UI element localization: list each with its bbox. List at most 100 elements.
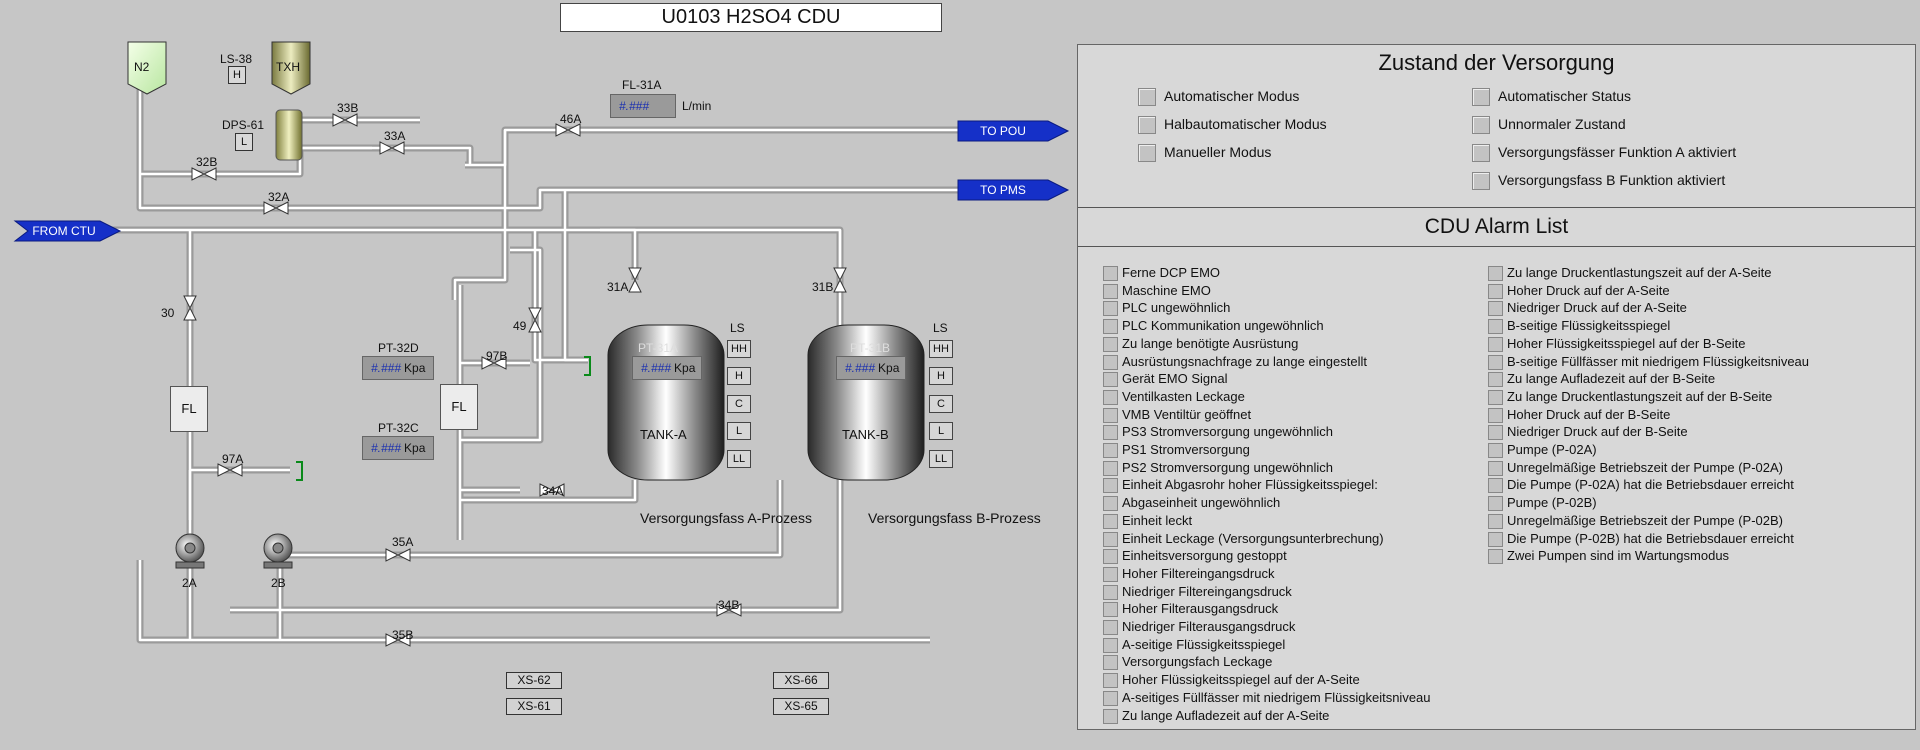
alarm-indicator (1103, 283, 1118, 299)
alarm-item: Niedriger Druck auf der B-Seite (1488, 424, 1688, 441)
tank-b-level-c: C (929, 395, 953, 413)
alarm-label: Gerät EMO Signal (1122, 371, 1228, 387)
valve-31a[interactable] (628, 267, 642, 293)
status-panel: Zustand der Versorgung Automatischer Mod… (1077, 44, 1916, 730)
valve-33b[interactable] (332, 113, 358, 127)
alarm-item: PS2 Stromversorgung ungewöhnlich (1103, 460, 1333, 476)
valve-97b[interactable] (481, 356, 507, 370)
pt31a-unit: Kpa (674, 361, 696, 375)
tank-b-name: TANK-B (842, 427, 889, 442)
status-abnormal: Unnormaler Zustand (1472, 115, 1626, 135)
pump-2a[interactable] (175, 533, 205, 569)
valve-33b-label: 33B (337, 101, 359, 115)
alarm-label: Hoher Flüssigkeitsspiegel auf der B-Seit… (1507, 335, 1746, 351)
alarm-label: Zwei Pumpen sind im Wartungsmodus (1507, 548, 1730, 564)
valve-34a[interactable] (539, 483, 565, 497)
dps61-label: DPS-61 (222, 118, 265, 132)
status-indicator (1472, 88, 1490, 107)
alarm-item: Zwei Pumpen sind im Wartungsmodus (1488, 548, 1730, 565)
pump-2b-label: 2B (271, 576, 286, 590)
valve-35b[interactable] (385, 633, 411, 647)
valve-31b[interactable] (833, 267, 847, 293)
fl31a-label: FL-31A (622, 78, 662, 92)
valve-97b-label: 97B (486, 349, 508, 363)
pump-2b[interactable] (263, 533, 293, 569)
alarm-label: A-seitiges Füllfässer mit niedrigem Flüs… (1122, 689, 1431, 705)
alarm-indicator (1488, 407, 1503, 423)
ls38-indicator: H (228, 66, 246, 84)
pt31b-unit: Kpa (878, 361, 900, 375)
alarm-indicator (1103, 460, 1118, 476)
alarm-item: Hoher Filterausgangsdruck (1103, 601, 1278, 618)
xs65-button[interactable]: XS-65 (773, 698, 829, 715)
tank-a-ls-label: LS (730, 321, 745, 335)
tank-b-level-hh: HH (929, 340, 953, 358)
alarm-label: Niedriger Druck auf der A-Seite (1507, 300, 1687, 316)
alarm-item: PS3 Stromversorgung ungewöhnlich (1103, 424, 1334, 441)
alarm-indicator (1488, 336, 1503, 352)
pt32d-label: PT-32D (378, 341, 419, 355)
alarm-item: A-seitige Flüssigkeitsspiegel (1103, 637, 1285, 653)
xs66-button[interactable]: XS-66 (773, 672, 829, 689)
valve-32b-label: 32B (196, 155, 218, 169)
valve-34a-label: 34A (542, 484, 564, 498)
valve-32a-label: 32A (268, 190, 290, 204)
alarm-indicator (1103, 620, 1118, 636)
alarm-item: PLC ungewöhnlich (1103, 300, 1230, 317)
alarm-indicator (1488, 389, 1503, 405)
status-indicator (1138, 144, 1156, 163)
tank-b-level-l: L (929, 422, 953, 440)
alarm-label: PLC Kommunikation ungewöhnlich (1122, 318, 1324, 334)
alarm-label: PS3 Stromversorgung ungewöhnlich (1122, 424, 1334, 440)
alarm-label: A-seitige Flüssigkeitsspiegel (1122, 636, 1286, 652)
valve-35a[interactable] (385, 548, 411, 562)
alarm-label: VMB Ventiltür geöffnet (1122, 406, 1252, 422)
alarm-item: A-seitiges Füllfässer mit niedrigem Flüs… (1103, 690, 1431, 706)
status-automatic-status: Automatischer Status (1472, 87, 1631, 107)
tank-a-level-c: C (727, 395, 751, 413)
page-title: U0103 H2SO4 CDU (560, 3, 942, 32)
filter-left[interactable]: FL (170, 386, 208, 432)
status-indicator (1472, 144, 1490, 163)
txh-source-symbol (271, 41, 311, 95)
to-pms-arrow[interactable] (957, 179, 1070, 201)
xs61-button[interactable]: XS-61 (506, 698, 562, 715)
alarm-item: B-seitige Füllfässer mit niedrigem Flüss… (1488, 354, 1809, 370)
alarm-label: PS2 Stromversorgung ungewöhnlich (1122, 459, 1334, 475)
valve-32b[interactable] (191, 167, 217, 181)
alarm-item: Unregelmäßige Betriebszeit der Pumpe (P-… (1488, 513, 1783, 529)
alarm-label: Unregelmäßige Betriebszeit der Pumpe (P-… (1507, 512, 1784, 528)
valve-30[interactable] (183, 295, 197, 321)
tank-a-name: TANK-A (640, 427, 687, 442)
alarm-indicator (1103, 673, 1118, 689)
status-label: Versorgungsfässer Funktion A aktiviert (1498, 144, 1737, 160)
to-pou-label: TO POU (980, 124, 1026, 138)
valve-32a[interactable] (263, 201, 289, 215)
to-pou-arrow[interactable] (957, 120, 1070, 142)
dps61-vessel (275, 109, 303, 161)
xs62-button[interactable]: XS-62 (506, 672, 562, 689)
valve-34b[interactable] (716, 603, 742, 617)
alarm-indicator (1103, 655, 1118, 671)
from-ctu-arrow[interactable] (13, 220, 122, 242)
alarm-label: Einheitsversorgung gestoppt (1122, 548, 1287, 564)
alarm-list-title: CDU Alarm List (1424, 215, 1569, 238)
alarm-indicator (1488, 354, 1503, 370)
alarm-item: Einheitsversorgung gestoppt (1103, 548, 1287, 565)
pt31a-value: #.### (641, 361, 672, 375)
valve-49-label: 49 (513, 319, 527, 333)
valve-31b-label: 31B (812, 280, 834, 294)
alarm-indicator (1103, 319, 1118, 335)
filter-mid[interactable]: FL (440, 384, 478, 430)
valve-97a[interactable] (217, 463, 243, 477)
valve-46a[interactable] (555, 123, 581, 137)
valve-49[interactable] (528, 307, 542, 333)
alarm-label: Hoher Filtereingangsdruck (1122, 565, 1275, 581)
alarm-item: Ausrüstungsnachfrage zu lange eingestell… (1103, 354, 1367, 370)
alarm-indicator (1103, 301, 1118, 317)
alarm-label: Ausrüstungsnachfrage zu lange eingestell… (1122, 353, 1367, 369)
alarm-item: Einheit Abgasrohr hoher Flüssigkeitsspie… (1103, 477, 1378, 494)
alarm-label: B-seitige Flüssigkeitsspiegel (1507, 318, 1671, 334)
alarm-label: Einheit Leckage (Versorgungsunterbrechun… (1122, 530, 1384, 546)
valve-33a[interactable] (379, 141, 405, 155)
